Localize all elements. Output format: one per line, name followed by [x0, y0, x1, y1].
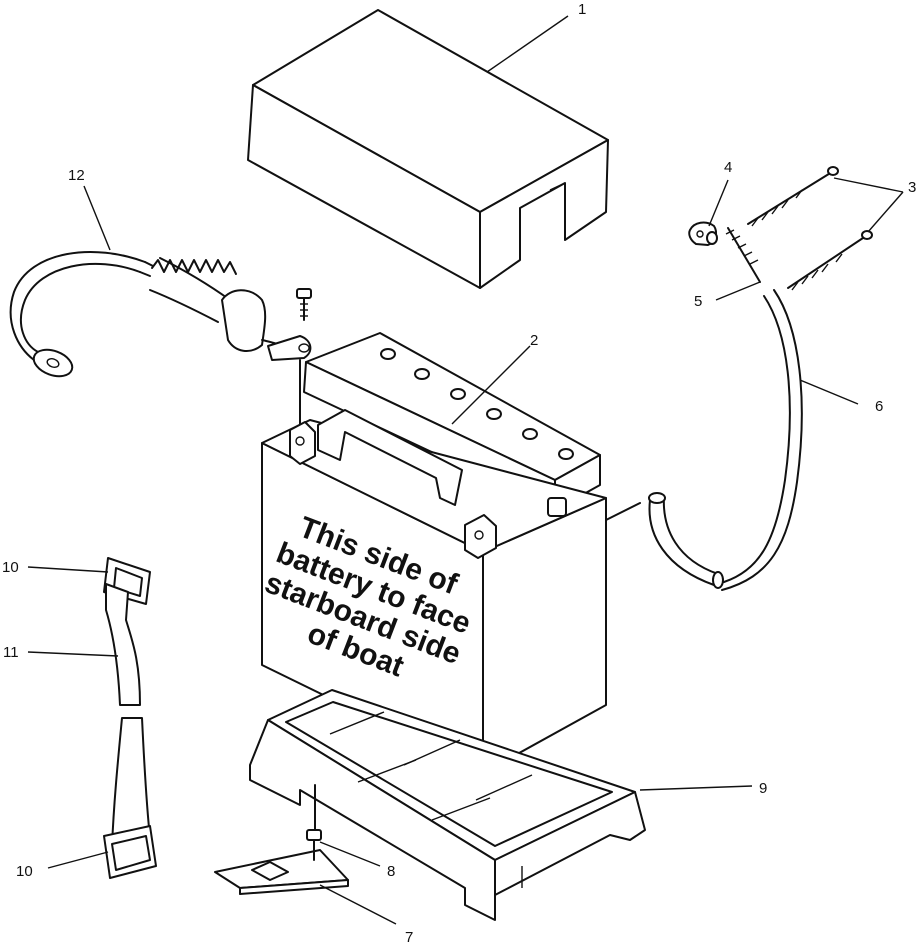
- vent-screws: [747, 166, 873, 291]
- callout-6: 6: [875, 398, 883, 415]
- callout-9: 9: [759, 780, 767, 797]
- negative-terminal: [289, 421, 316, 465]
- callout-4: 4: [724, 159, 732, 176]
- vent-fitting: [725, 227, 761, 283]
- callout-5: 5: [694, 293, 702, 310]
- mounting-bracket: [214, 849, 349, 895]
- callout-2: 2: [530, 332, 538, 349]
- callout-10-top: 10: [2, 559, 19, 576]
- vent-hose: [648, 289, 803, 591]
- callout-1: 1: [578, 1, 586, 18]
- callout-3: 3: [908, 179, 916, 196]
- callout-10-bottom: 10: [16, 863, 33, 880]
- callout-7: 7: [405, 929, 413, 943]
- positive-terminal: [464, 514, 497, 559]
- callout-8: 8: [387, 863, 395, 880]
- leader-lines: [27, 15, 904, 925]
- callout-11: 11: [3, 644, 19, 661]
- battery: [261, 332, 641, 774]
- callout-12: 12: [68, 167, 85, 184]
- vent-caps: [380, 348, 574, 460]
- battery-cover: [247, 9, 609, 289]
- terminal-bolt: [296, 288, 312, 426]
- bracket-screw: [306, 784, 322, 861]
- vent-elbow: [688, 221, 718, 246]
- hold-down-strap: [103, 557, 157, 879]
- battery-tray: [249, 689, 646, 921]
- battery-cable: [9, 251, 312, 378]
